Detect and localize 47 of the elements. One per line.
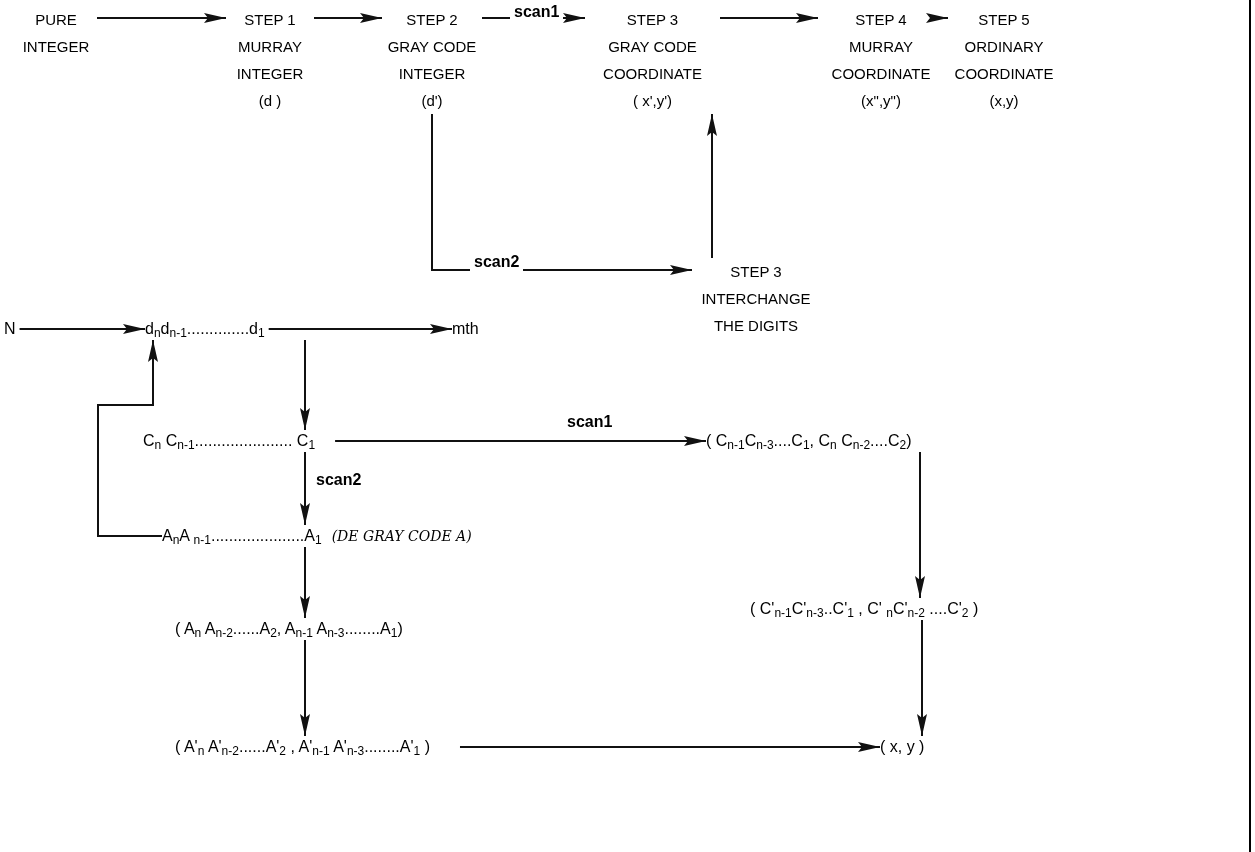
arrow [719,13,819,23]
node-text: STEP 3 [729,262,783,282]
arrow [926,13,949,23]
node-text: STEP 3 [625,10,680,30]
node-text: (d ) [257,91,283,111]
node-text: ( x, y ) [880,737,925,757]
node-text: ( C'$_{n-1}$C'$_{n-3}$..C'$_{1}$ , C' $_{n}$C'$_{n-2}$ ....C'$_{2}$ ) [750,599,979,620]
node-text: (x",y") [860,91,902,111]
node-text: ( A$_{n}$ A$_{n-2}$......A$_{2}$, A$_{n-1}$ A$_{n-3}$........A$_{1}$) [175,619,403,640]
node-text: GRAY CODE COORDINATE [602,37,703,84]
arrow [917,619,927,737]
node-text: (d') [420,91,444,111]
node-text: N [4,319,16,339]
arrow [334,436,707,446]
edge-label: scan1 [510,2,564,22]
node-text: A$_{n}$A $_{n-1}$.....................A$_{1}$ [162,526,322,547]
arrow [18,324,146,334]
node-text: d$_{n}$d$_{n-1}$..............d$_{1}$ [145,319,265,340]
node-text: STEP 1 [243,10,297,30]
node-text: C$_{n}$ C$_{n-1}$...................... C$_{1}$ [143,431,316,452]
node-text: STEP 5 [977,10,1031,30]
node-text: ( A'$_{n}$ A'$_{n-2}$......A'$_{2}$ , A'$_{n-1}$ A'$_{n-3}$........A'$_{1}$ ) [175,737,430,758]
arrow [97,339,163,537]
node-text: ORDINARY COORDINATE [953,37,1055,84]
arrow [267,324,453,334]
node-text: ( C$_{n-1}$C$_{n-3}$....C$_{1}$, C$_{n}$ C$_{n-2}$....C$_{2}$) [706,431,912,452]
arrow [300,639,310,737]
arrow [915,451,925,599]
node-text: STEP 4 [854,10,908,30]
node-text: GRAY CODE INTEGER [386,37,478,84]
arrow [96,13,227,23]
edge-label: scan2 [470,252,524,272]
arrow [300,451,310,526]
node-text: INTERCHANGE THE DIGITS [700,289,812,336]
node-text: ( x',y') [631,91,674,111]
node-text: mth [452,319,479,339]
arrow [313,13,383,23]
arrow [459,742,881,752]
node-text: (x,y) [988,91,1020,111]
node-text: STEP 2 [405,10,459,30]
handwritten-note: (DE GRAY CODE A) [331,527,472,546]
arrow [707,113,717,259]
arrow [300,339,310,431]
node-text: MURRAY INTEGER [235,37,305,84]
node-text: PURE INTEGER [21,10,91,57]
node-text: MURRAY COORDINATE [830,37,932,84]
arrow [300,546,310,619]
